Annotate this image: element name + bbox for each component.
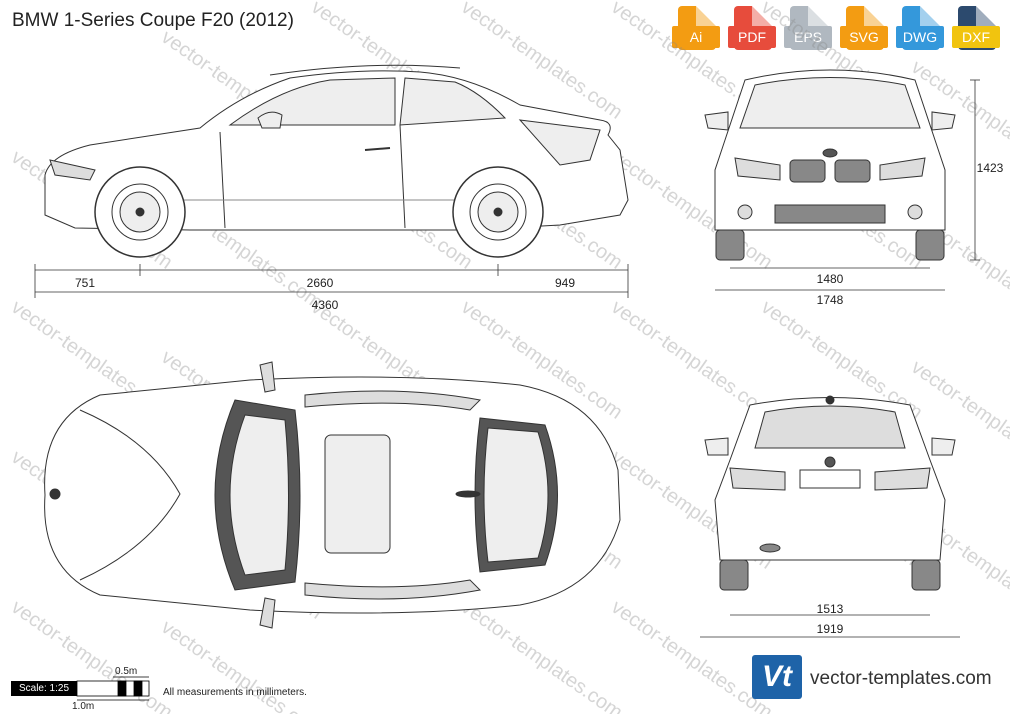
scale-half-label: 0.5m: [115, 666, 138, 677]
eps-format-icon[interactable]: EPS: [784, 6, 832, 50]
front-overhang-label: 751: [74, 276, 96, 290]
rear-view: [704, 395, 956, 591]
format-badges: Ai PDF EPS SVG DWG DXF: [672, 6, 1004, 50]
svg-text:vector-templates.com: vector-templates.com: [457, 596, 626, 714]
dwg-format-icon[interactable]: DWG: [896, 6, 944, 50]
front-track-label: 1480: [816, 272, 844, 286]
rear-track-label: 1513: [816, 602, 844, 616]
scale-label: Scale: 1:25: [11, 681, 77, 696]
side-view: [44, 64, 629, 258]
measurement-note: All measurements in millimeters.: [163, 687, 307, 698]
rear-overhang-label: 949: [554, 276, 576, 290]
length-label: 4360: [311, 298, 339, 312]
height-label: 1423: [976, 161, 1004, 175]
page-title: BMW 1-Series Coupe F20 (2012): [12, 10, 294, 31]
top-view: [44, 361, 621, 629]
brand-url[interactable]: vector-templates.com: [810, 668, 992, 689]
front-width-label: 1748: [816, 293, 844, 307]
svg-text:vector-templates.com: vector-templates.com: [157, 616, 326, 714]
scale-bar: [76, 676, 150, 701]
scale-full-label: 1.0m: [72, 701, 95, 712]
dxf-format-icon[interactable]: DXF: [952, 6, 1000, 50]
side-dimension-lines: [34, 264, 629, 298]
wheelbase-label: 2660: [306, 276, 334, 290]
ai-format-icon[interactable]: Ai: [672, 6, 720, 50]
pdf-format-icon[interactable]: PDF: [728, 6, 776, 50]
rear-dimension-lines: [700, 614, 960, 638]
rear-width-label: 1919: [816, 622, 844, 636]
svg-text:vector-templates.com: vector-templates.com: [607, 596, 776, 714]
vector-templates-logo: Vt: [752, 655, 802, 699]
svg-format-icon[interactable]: SVG: [840, 6, 888, 50]
front-dimension-lines: [715, 79, 980, 291]
front-view: [704, 69, 956, 261]
